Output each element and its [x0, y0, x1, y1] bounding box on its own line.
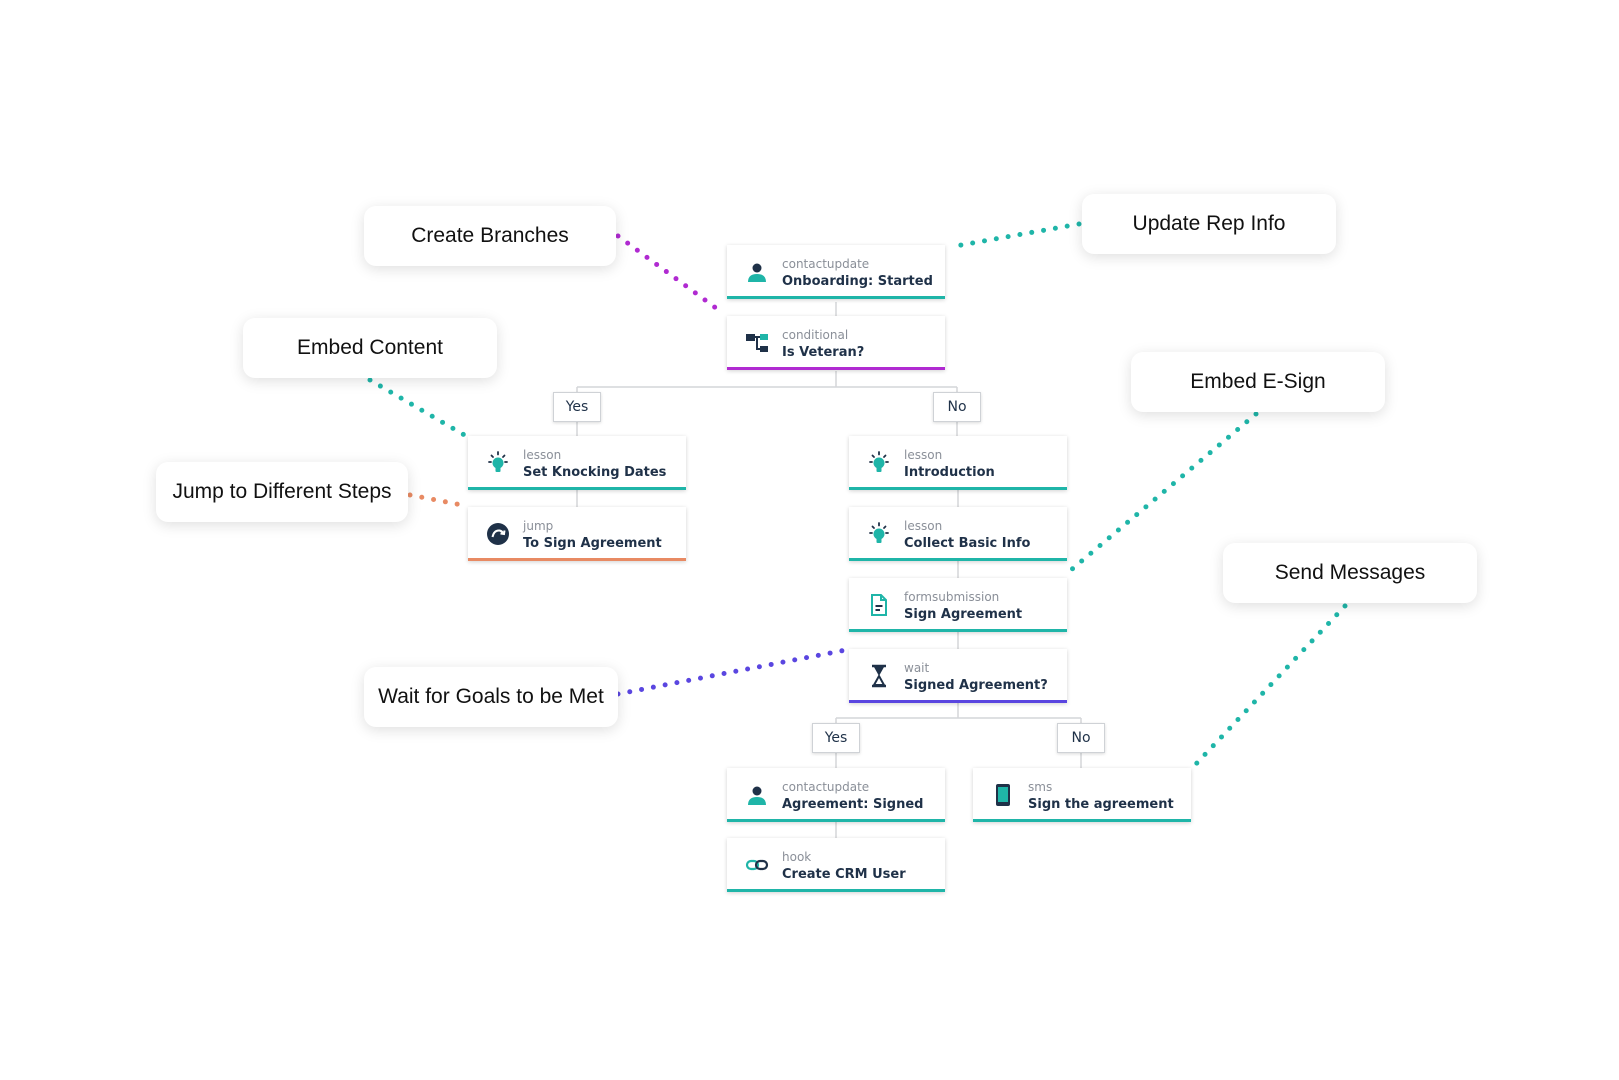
step-type: lesson: [904, 519, 943, 533]
step-introduction[interactable]: lesson Introduction: [849, 436, 1067, 490]
callout-create-branches: Create Branches: [364, 206, 616, 266]
callout-jump-to-different-steps: Jump to Different Steps: [156, 462, 408, 522]
callout-wait-for-goals: Wait for Goals to be Met: [364, 667, 618, 727]
step-title: Agreement: Signed: [782, 797, 924, 812]
step-title: Onboarding: Started: [782, 274, 933, 289]
step-title: Sign the agreement: [1028, 797, 1174, 812]
callout-embed-content: Embed Content: [243, 318, 497, 378]
step-signed-agreement[interactable]: wait Signed Agreement?: [849, 649, 1067, 703]
person-icon: [748, 263, 766, 282]
step-type: conditional: [782, 328, 849, 342]
link-icon: [745, 859, 769, 871]
callout-send-messages: Send Messages: [1223, 543, 1477, 603]
document-icon: [871, 594, 887, 616]
branch-yes-veteran[interactable]: Yes: [553, 392, 601, 422]
lightbulb-icon: [488, 451, 508, 472]
step-title: Collect Basic Info: [904, 536, 1031, 551]
branch-no-veteran[interactable]: No: [933, 392, 981, 422]
step-sign-agreement[interactable]: formsubmission Sign Agreement: [849, 578, 1067, 632]
step-create-crm-user[interactable]: hook Create CRM User: [727, 838, 945, 892]
step-sign-the-agreement-sms[interactable]: sms Sign the agreement: [973, 768, 1191, 822]
jump-icon: [487, 523, 509, 545]
lightbulb-icon: [869, 451, 889, 472]
lightbulb-icon: [869, 522, 889, 543]
step-set-knocking-dates[interactable]: lesson Set Knocking Dates: [468, 436, 686, 490]
callout-update-rep-info: Update Rep Info: [1082, 194, 1336, 254]
step-type: contactupdate: [782, 780, 870, 794]
step-type: jump: [523, 519, 554, 533]
step-onboarding-started[interactable]: contactupdate Onboarding: Started: [727, 245, 945, 299]
step-title: Set Knocking Dates: [523, 465, 667, 480]
person-icon: [748, 786, 766, 805]
step-type: wait: [904, 661, 930, 675]
branch-icon: [746, 334, 768, 352]
phone-icon: [996, 784, 1010, 806]
step-title: Introduction: [904, 465, 995, 480]
step-title: To Sign Agreement: [523, 536, 662, 551]
step-type: lesson: [523, 448, 562, 462]
step-to-sign-agreement[interactable]: jump To Sign Agreement: [468, 507, 686, 561]
step-type: contactupdate: [782, 257, 870, 271]
step-type: sms: [1028, 780, 1053, 794]
step-type: formsubmission: [904, 590, 1000, 604]
step-title: Is Veteran?: [782, 345, 865, 360]
step-type: lesson: [904, 448, 943, 462]
hourglass-icon: [872, 664, 886, 688]
step-collect-basic-info[interactable]: lesson Collect Basic Info: [849, 507, 1067, 561]
branch-yes-signed[interactable]: Yes: [812, 723, 860, 753]
branch-no-signed[interactable]: No: [1057, 723, 1105, 753]
step-is-veteran[interactable]: conditional Is Veteran?: [727, 316, 945, 370]
step-title: Sign Agreement: [904, 607, 1023, 622]
callout-embed-e-sign: Embed E-Sign: [1131, 352, 1385, 412]
step-agreement-signed[interactable]: contactupdate Agreement: Signed: [727, 768, 945, 822]
step-title: Signed Agreement?: [904, 678, 1048, 693]
step-title: Create CRM User: [782, 867, 906, 882]
step-type: hook: [782, 850, 812, 864]
